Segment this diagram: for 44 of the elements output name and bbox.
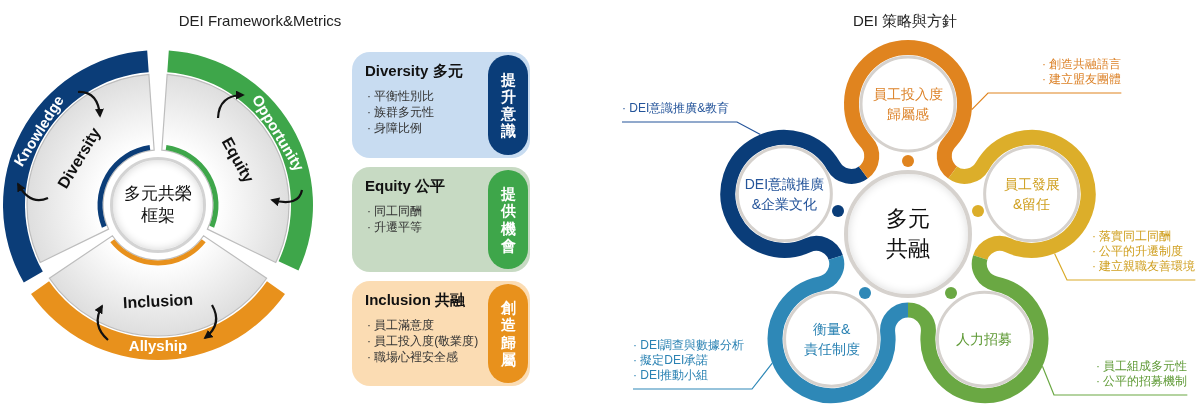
curved-arrow <box>270 189 304 206</box>
pill-label: 提供機會 <box>500 185 516 254</box>
curved-arrow <box>203 304 218 340</box>
bullet-list: · 同工同酬 · 升遷平等 <box>367 203 423 235</box>
ring-label: 員工發展&留任 <box>1003 174 1060 214</box>
curved-arrow <box>17 182 49 202</box>
pill-tag <box>488 284 528 383</box>
hub-label: 多元共榮框架 <box>124 183 192 227</box>
metric-card <box>352 281 530 386</box>
bullet-list: · 平衡性別比 · 族群多元性 · 身障比例 <box>367 88 435 136</box>
ring-segment <box>47 233 269 338</box>
ring-label: 員工投入度歸屬感 <box>873 85 943 124</box>
leader-line <box>971 92 1122 111</box>
curved-arrow <box>94 304 109 341</box>
leader-line <box>621 121 761 136</box>
metric-card <box>352 52 530 158</box>
card-heading: Diversity 多元 <box>365 61 463 81</box>
ring-label: 人力招募 <box>956 330 1013 350</box>
band-label: Allyship <box>128 337 188 355</box>
bullet-list: · DEI調查與數據分析 · 擬定DEI承諾 · DEI推動小組 <box>633 338 745 389</box>
pill-label: 提升意識 <box>500 70 516 140</box>
segment-label: Inclusion <box>122 289 194 313</box>
ring-label: 衡量&責任制度 <box>803 320 860 360</box>
curved-arrow <box>78 90 104 118</box>
bullet-list: · 員工組成多元性 · 公平的招募機制 <box>1096 359 1188 395</box>
panel-title: DEI 策略與方針 <box>851 11 959 31</box>
bullet-list: · 創造共融語言 · 建立盟友團體 <box>1042 57 1122 93</box>
curved-arrow <box>216 90 245 119</box>
bullet-list: · 落實同工同酬 · 公平的升遷制度 · 建立親職友善環境 <box>1092 229 1196 280</box>
bullet-list: · DEI意識推廣&教育 <box>622 101 730 122</box>
metric-card <box>352 167 530 272</box>
ring-band <box>29 279 287 362</box>
leader-line <box>1041 365 1188 396</box>
leader-line <box>1053 253 1196 281</box>
panel-title: DEI Framework&Metrics <box>177 11 343 31</box>
pill-tag <box>488 55 528 155</box>
ring-label: DEI意識推廣&企業文化 <box>744 174 825 214</box>
hub-label: 多元共融 <box>886 205 930 263</box>
leader-line <box>632 362 773 390</box>
card-heading: Equity 公平 <box>365 176 445 196</box>
card-heading: Inclusion 共融 <box>365 290 465 310</box>
pill-tag <box>488 170 528 269</box>
pill-label: 創造歸屬 <box>500 299 516 368</box>
bullet-list: · 員工滿意度 · 員工投入度(敬業度) · 職場心裡安全感 <box>367 317 479 365</box>
